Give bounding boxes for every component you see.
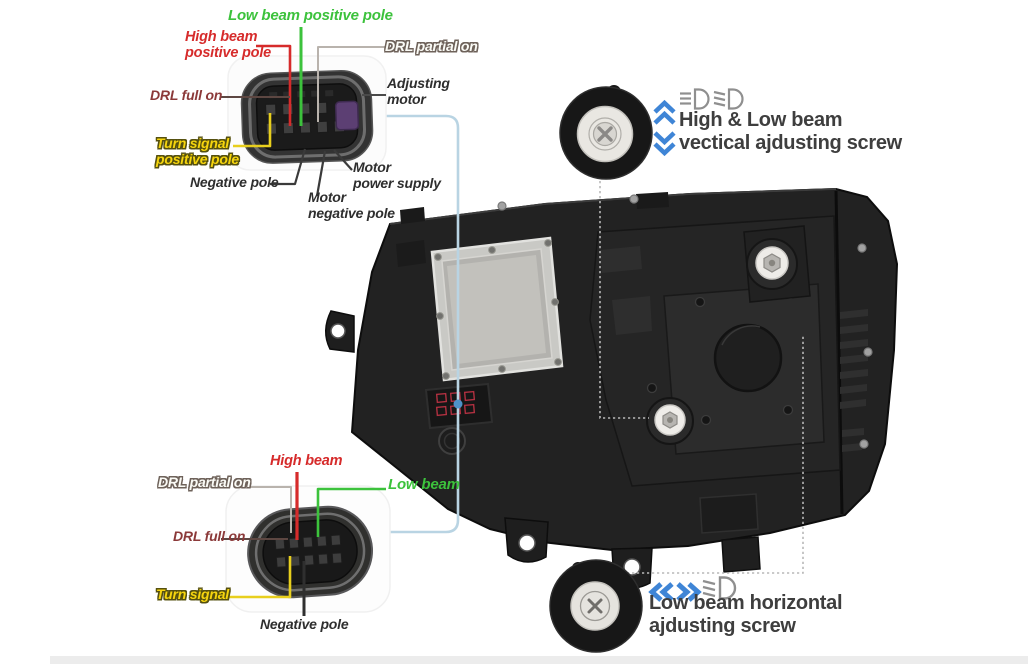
right-mounting-flange bbox=[834, 190, 844, 515]
vent-cap bbox=[438, 427, 466, 455]
negative-pole-label-bottom: Negative pole bbox=[260, 616, 349, 632]
adjusting-motor-label: Adjusting motor bbox=[387, 75, 450, 107]
driver-module-plate bbox=[430, 236, 564, 382]
purple-latch bbox=[334, 100, 360, 131]
high-beam-label-bottom: High beam bbox=[270, 453, 343, 469]
low-beam-icon bbox=[702, 576, 737, 600]
vertical-adjust-screw bbox=[646, 397, 694, 445]
dotted-leaders bbox=[599, 181, 804, 574]
upper-adjust-screw bbox=[743, 225, 811, 303]
bottom-leader-lines bbox=[221, 472, 386, 616]
top-leader-lines bbox=[221, 27, 386, 197]
turn-signal-positive-label: Turn signal positive pole bbox=[156, 135, 239, 167]
turn-signal-label-bottom: Turn signal bbox=[156, 586, 229, 602]
motor-negative-pole-label: Motor negative pole bbox=[308, 189, 395, 221]
low-beam-icon bbox=[713, 88, 744, 110]
headlamp-housing bbox=[325, 187, 899, 589]
bottom-strip bbox=[50, 656, 1028, 664]
drl-partial-on-label-bottom: DRL partial on bbox=[158, 474, 251, 490]
low-beam-label-bottom: Low beam bbox=[388, 476, 460, 493]
drl-full-on-label-top: DRL full on bbox=[150, 87, 223, 103]
round-recess bbox=[713, 323, 783, 393]
drl-partial-on-label-top: DRL partial on bbox=[385, 38, 478, 54]
bottom-socket-box bbox=[699, 493, 759, 534]
drl-full-on-label-bottom: DRL full on bbox=[173, 528, 246, 544]
motor-power-supply-label: Motor power supply bbox=[353, 159, 441, 191]
bottom-cylinder bbox=[721, 536, 761, 573]
up-down-chevrons-icon bbox=[653, 99, 676, 157]
top-connector-photo bbox=[227, 55, 387, 171]
bottom-connector-photo bbox=[225, 485, 391, 613]
vertical-screw-photo bbox=[559, 85, 653, 180]
vertical-screw-heading: High & Low beam vectical ajdusting screw bbox=[679, 109, 902, 154]
top-tab-left bbox=[400, 207, 425, 224]
high-beam-positive-label: High beam positive pole bbox=[185, 29, 272, 61]
top-tab-center bbox=[636, 192, 669, 209]
low-beam-positive-label: Low beam positive pole bbox=[228, 7, 393, 24]
connector-callout-line bbox=[370, 114, 460, 534]
horizontal-screw-photo bbox=[549, 559, 643, 653]
horizontal-screw-heading: Low beam horizontal ajdusting screw bbox=[649, 592, 843, 637]
high-beam-icon bbox=[680, 88, 710, 110]
callout-dot bbox=[453, 399, 463, 409]
left-right-chevrons-icon bbox=[648, 582, 702, 602]
negative-pole-label-top: Negative pole bbox=[190, 174, 279, 190]
cooling-fins bbox=[840, 309, 868, 452]
